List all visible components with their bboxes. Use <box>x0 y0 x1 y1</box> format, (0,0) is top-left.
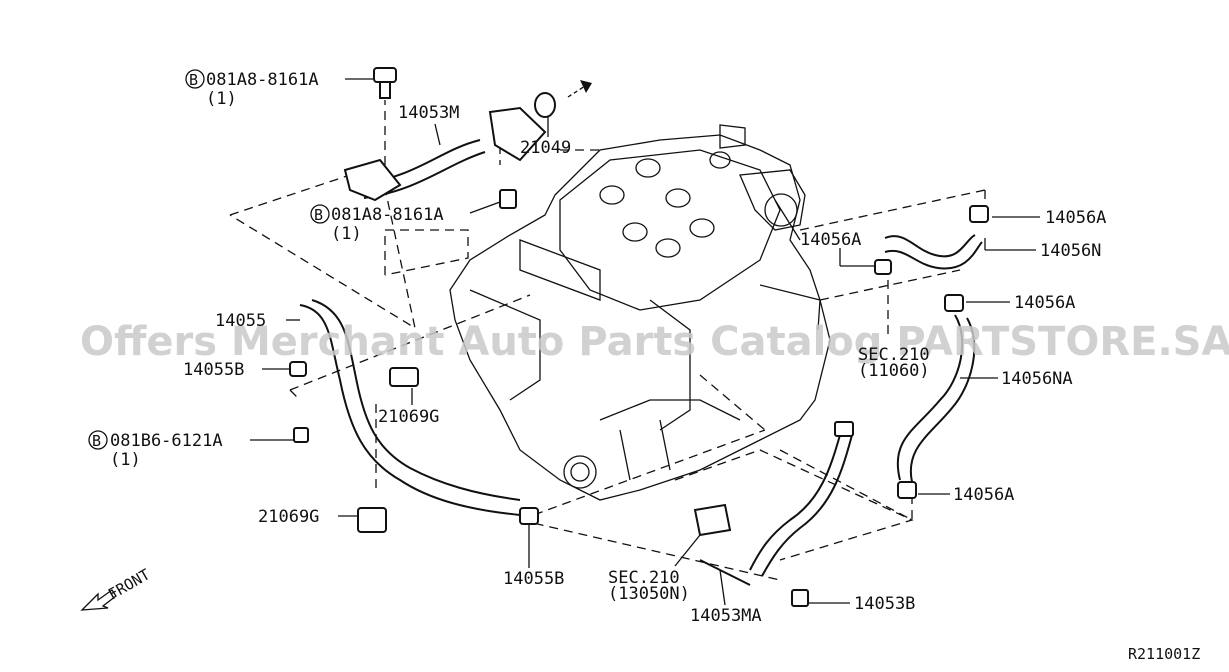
label-14056na: 14056NA <box>1001 369 1073 389</box>
label-14055: 14055 <box>215 311 266 331</box>
label-21069g-1: 21069G <box>378 407 439 427</box>
label-sec210-b: SEC.210 <box>608 568 680 588</box>
svg-text:B: B <box>92 432 101 450</box>
clamp-14056a-top-icon <box>969 205 989 223</box>
label-bolt-top: 081A8-8161A <box>206 70 319 90</box>
front-arrow-icon <box>80 589 117 611</box>
label-sec210-a-ref: (11060) <box>858 361 930 381</box>
b-marker-icon <box>185 69 205 89</box>
diagram-code: R211001Z <box>1128 645 1200 663</box>
clamp-14056a-mid-icon <box>944 294 964 312</box>
label-14053m: 14053M <box>398 103 459 123</box>
label-bolt-mid-qty: (1) <box>331 224 362 244</box>
label-sec210-a: SEC.210 <box>858 345 930 365</box>
leader-lines <box>250 78 1040 606</box>
label-21069g-2: 21069G <box>258 507 319 527</box>
flange-icon <box>693 503 732 537</box>
label-bolt-low-qty: (1) <box>110 450 141 470</box>
label-sec210-b-ref: (13050N) <box>608 584 690 604</box>
label-bolt-top-qty: (1) <box>206 89 237 109</box>
watermark: Offers Merchant Auto Parts Catalog PARTS… <box>80 319 1229 365</box>
gasket-21049-icon <box>534 92 556 118</box>
svg-text:B: B <box>189 71 198 89</box>
clip-21069g-top-icon <box>389 367 419 387</box>
label-14055b-2: 14055B <box>503 569 564 589</box>
bolt-14053b-icon <box>791 589 809 607</box>
part-labels: 081A8-8161A (1) 14053M 21049 081A8-8161A… <box>110 70 1200 663</box>
label-14056a-left: 14056A <box>800 230 861 250</box>
label-14056a-2: 14056A <box>1014 293 1075 313</box>
clamp-14056a-bottom-icon <box>897 481 917 499</box>
bolt-low-icon <box>293 427 309 443</box>
label-14055b-1: 14055B <box>183 360 244 380</box>
label-14053ma: 14053MA <box>690 606 762 626</box>
clamp-14055b-bottom-icon <box>519 507 539 525</box>
label-14053b: 14053B <box>854 594 915 614</box>
label-14056a-1: 14056A <box>1045 208 1106 228</box>
front-label: FRONT <box>105 565 153 603</box>
label-14056n: 14056N <box>1040 241 1101 261</box>
b-marker-icon <box>88 430 108 450</box>
label-14056a-3: 14056A <box>953 485 1014 505</box>
thermostat-housing-icon <box>343 158 402 202</box>
label-21049: 21049 <box>520 138 571 158</box>
svg-text:B: B <box>314 206 323 224</box>
b-marker-icon <box>310 204 330 224</box>
direction-arrow-icon <box>567 80 592 98</box>
clip-21069g-bottom-icon <box>357 507 387 533</box>
engine-assembly <box>449 124 831 501</box>
label-bolt-mid: 081A8-8161A <box>331 205 444 225</box>
bolt-mid-icon <box>499 189 517 209</box>
clamp-14056a-left-icon <box>874 259 892 275</box>
bolt-top-icon <box>373 67 397 83</box>
label-bolt-low: 081B6-6121A <box>110 431 223 451</box>
bolt-markers: B B B <box>88 69 330 450</box>
small-parts <box>289 67 989 607</box>
